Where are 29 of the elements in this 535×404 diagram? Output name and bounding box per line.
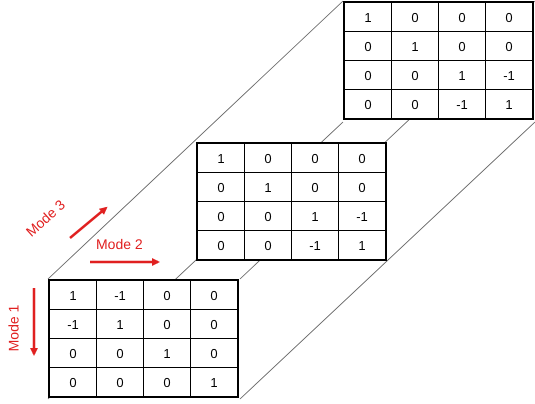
matrix-cell: 1	[438, 60, 486, 90]
matrix-cell: 1	[292, 202, 338, 230]
matrix-cell: 0	[438, 32, 486, 60]
matrix-cell: 0	[197, 202, 244, 230]
matrix-cell: 0	[144, 280, 190, 310]
matrix-cell: 1	[197, 143, 244, 172]
matrix-cell: 0	[197, 172, 244, 202]
matrix-cell: 1	[96, 310, 144, 338]
matrix-cell: 0	[292, 143, 338, 172]
matrix-cell: -1	[96, 280, 144, 310]
matrix-cell: 0	[438, 2, 486, 32]
matrix-cell: 0	[392, 60, 438, 90]
matrix-cell: 1	[49, 280, 96, 310]
matrix-cell: 0	[344, 32, 392, 60]
mode-label: Mode 2	[96, 236, 143, 252]
matrix-cell: 0	[49, 338, 96, 368]
matrix-cell: 0	[244, 143, 292, 172]
matrix-cell: 0	[292, 172, 338, 202]
matrix-cell: 1	[144, 338, 190, 368]
matrix-cell: 1	[244, 172, 292, 202]
matrix-cell: 0	[144, 310, 190, 338]
matrix-cell: 1	[392, 32, 438, 60]
matrix-cell: 0	[344, 60, 392, 90]
mode-label: Mode 1	[5, 304, 22, 352]
matrix-cell: 1	[344, 2, 392, 32]
matrix-cell: -1	[49, 310, 96, 338]
matrix-cell: 0	[96, 338, 144, 368]
matrix-cell: 0	[392, 2, 438, 32]
matrix-cell: 0	[244, 202, 292, 230]
